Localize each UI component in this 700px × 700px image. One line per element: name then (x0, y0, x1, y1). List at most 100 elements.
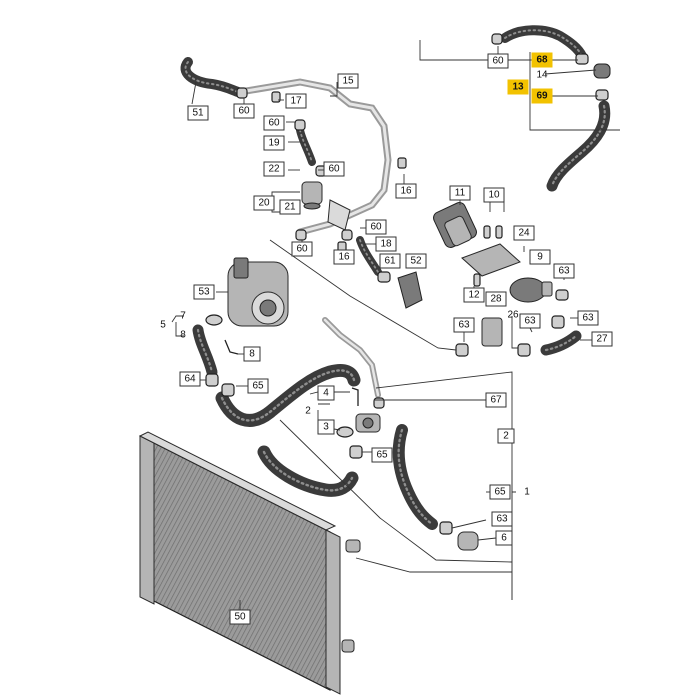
callout-63-e: 63 (491, 511, 513, 527)
svg-text:19: 19 (268, 138, 280, 149)
svg-text:67: 67 (490, 395, 502, 406)
svg-text:60: 60 (370, 222, 382, 233)
callout-2-a: 2 (305, 406, 311, 417)
svg-text:64: 64 (184, 374, 196, 385)
callout-27: 27 (591, 331, 613, 347)
svg-text:50: 50 (234, 612, 246, 623)
callout-67: 67 (485, 392, 507, 408)
svg-text:61: 61 (384, 256, 396, 267)
svg-text:60: 60 (328, 164, 340, 175)
callout-60-c: 60 (323, 161, 345, 177)
callout-60-top-right: 60 (487, 53, 509, 69)
callout-16-a: 16 (395, 183, 417, 199)
svg-text:60: 60 (268, 118, 280, 129)
callout-labels: 60 68 14 13 69 15 51 60 17 60 19 22 60 1… (160, 52, 613, 625)
callout-8-a: 8 (180, 330, 186, 341)
callout-60-e: 60 (291, 241, 313, 257)
callout-63-b: 63 (453, 317, 475, 333)
callout-26: 26 (507, 310, 519, 321)
svg-text:63: 63 (582, 313, 594, 324)
svg-text:13: 13 (512, 82, 524, 93)
svg-text:16: 16 (400, 186, 412, 197)
svg-text:12: 12 (468, 290, 480, 301)
svg-text:53: 53 (198, 287, 210, 298)
callout-20: 20 (253, 195, 275, 211)
svg-text:63: 63 (558, 266, 570, 277)
svg-text:51: 51 (192, 108, 204, 119)
svg-text:22: 22 (268, 164, 280, 175)
svg-text:20: 20 (258, 198, 270, 209)
callout-9: 9 (529, 249, 551, 265)
elbow-connector-part (457, 531, 479, 551)
svg-text:9: 9 (537, 252, 543, 263)
svg-text:60: 60 (492, 56, 504, 67)
callout-1: 1 (524, 487, 530, 498)
svg-text:6: 6 (501, 533, 507, 544)
callout-60-a: 60 (233, 103, 255, 119)
svg-text:4: 4 (323, 388, 329, 399)
callout-12: 12 (463, 287, 485, 303)
svg-text:7: 7 (180, 311, 186, 322)
component-parts (205, 181, 553, 551)
svg-text:63: 63 (458, 320, 470, 331)
valve-part-28 (481, 317, 503, 347)
svg-text:60: 60 (296, 244, 308, 255)
svg-text:15: 15 (342, 76, 354, 87)
svg-text:16: 16 (338, 252, 350, 263)
callout-24: 24 (513, 225, 535, 241)
callout-53: 53 (193, 284, 215, 300)
callout-51: 51 (187, 105, 209, 121)
svg-text:27: 27 (596, 334, 608, 345)
callout-60-d: 60 (365, 219, 387, 235)
svg-text:2: 2 (503, 431, 509, 442)
svg-text:26: 26 (507, 310, 519, 321)
callout-5: 5 (160, 320, 166, 331)
callout-15: 15 (337, 73, 359, 89)
callout-63-c: 63 (519, 313, 541, 329)
svg-text:1: 1 (524, 487, 530, 498)
svg-text:8: 8 (249, 349, 255, 360)
callout-2-b: 2 (497, 428, 515, 444)
callout-61: 61 (379, 253, 401, 269)
radiator (138, 431, 361, 695)
callout-50: 50 (229, 609, 251, 625)
callout-63-a: 63 (553, 263, 575, 279)
callout-64: 64 (179, 371, 201, 387)
callout-69: 69 (531, 88, 553, 104)
svg-text:63: 63 (524, 316, 536, 327)
auxiliary-pump-part (433, 202, 477, 248)
callout-10: 10 (483, 187, 505, 203)
callout-14: 14 (536, 70, 548, 81)
svg-text:2: 2 (305, 406, 311, 417)
callout-7: 7 (180, 311, 186, 322)
svg-text:14: 14 (536, 70, 548, 81)
svg-text:65: 65 (376, 450, 388, 461)
svg-text:60: 60 (238, 106, 250, 117)
svg-text:18: 18 (380, 239, 392, 250)
o-ring-3 (336, 426, 354, 438)
coolant-pump-housing-part (227, 257, 289, 327)
coolant-connector-part (355, 413, 381, 433)
callout-65-b: 65 (371, 447, 393, 463)
callout-65-a: 65 (247, 378, 269, 394)
svg-text:68: 68 (536, 55, 548, 66)
o-ring-7 (205, 314, 223, 326)
clip-8 (224, 339, 239, 355)
callout-19: 19 (263, 135, 285, 151)
svg-text:69: 69 (536, 91, 548, 102)
svg-text:52: 52 (410, 256, 422, 267)
callout-65-c: 65 (489, 484, 511, 500)
svg-text:21: 21 (284, 202, 296, 213)
coolant-metal-lines (236, 78, 392, 398)
svg-text:65: 65 (252, 381, 264, 392)
callout-52: 52 (405, 253, 427, 269)
svg-text:28: 28 (490, 294, 502, 305)
callout-13: 13 (507, 79, 529, 95)
svg-text:3: 3 (323, 422, 329, 433)
callout-3: 3 (317, 419, 335, 435)
clip-4 (351, 387, 359, 406)
callout-28: 28 (485, 291, 507, 307)
bracket-part-52 (397, 271, 423, 309)
callout-8-b: 8 (243, 346, 261, 362)
